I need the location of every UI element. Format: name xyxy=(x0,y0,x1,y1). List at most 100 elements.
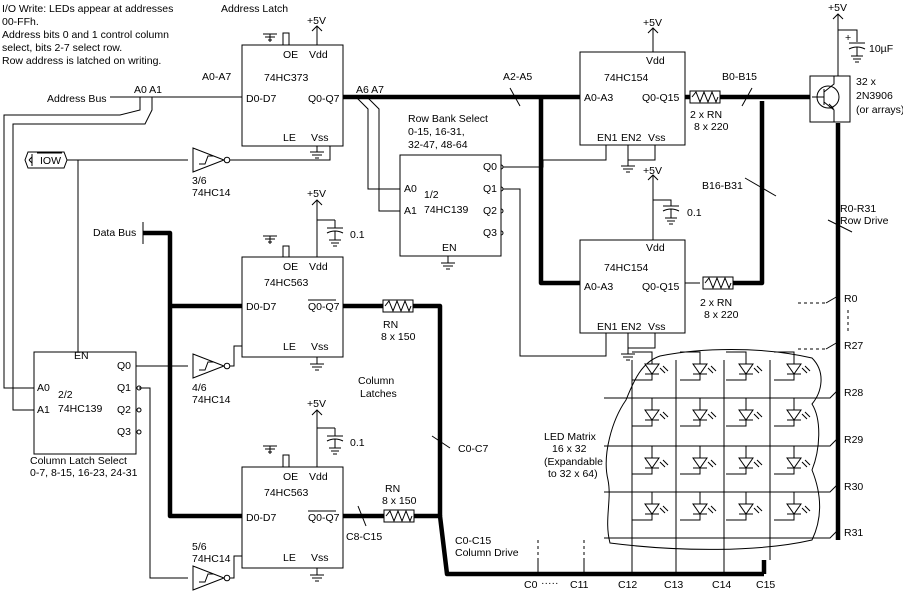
chip-name: 74HC373 xyxy=(264,72,309,84)
column-label: C13 xyxy=(664,579,683,591)
led-matrix xyxy=(605,349,822,550)
ic-74hc563-b: 74HC563 OE Vdd D0-D7 Q0-Q7 LE Vss xyxy=(241,466,344,569)
rn-label: RN xyxy=(383,319,398,331)
transistor-label: (or arrays) xyxy=(856,104,903,116)
note-line: 00-FFh. xyxy=(2,16,39,28)
a0a7-label: A0-A7 xyxy=(202,71,231,83)
pin-le: LE xyxy=(283,552,296,564)
chip-frac: 1/2 xyxy=(424,189,439,201)
led-diode xyxy=(774,397,811,427)
column-dots: ····· xyxy=(541,577,558,589)
notes-block: I/O Write: LEDs appear at addresses 00-F… xyxy=(2,3,173,67)
column-labels: C0 ····· C11 C12 C13 C14 C15 xyxy=(524,577,775,591)
pin-q: Q0-Q7 xyxy=(308,93,340,105)
led-diode xyxy=(680,491,717,521)
pin-q0: Q0 xyxy=(117,360,131,372)
rn-label: 8 x 220 xyxy=(704,309,739,321)
pin-vss: Vss xyxy=(648,321,666,333)
led-diode xyxy=(726,351,763,381)
column-latches-label: Column xyxy=(358,375,394,387)
led-diode xyxy=(774,491,811,521)
rn-label: 2 x RN xyxy=(690,109,722,121)
led-diode xyxy=(680,351,717,381)
row-drive-label: R0-R31 xyxy=(840,203,876,215)
chip-name: 74HC563 xyxy=(264,277,309,289)
pin-le: LE xyxy=(283,132,296,144)
column-label: C11 xyxy=(570,579,589,591)
pin-en1: EN1 xyxy=(597,132,618,144)
resistor-network-b16-b31: 2 x RN 8 x 220 xyxy=(700,276,739,321)
pin-a0: A0 xyxy=(37,382,50,394)
note-line: Row address is latched on writing. xyxy=(2,55,161,67)
led-diode xyxy=(774,445,811,475)
a6a7-label: A6 A7 xyxy=(356,84,384,96)
rn-label: 8 x 220 xyxy=(694,121,729,133)
chip-frac: 2/2 xyxy=(58,389,73,401)
inverter-label: 74HC14 xyxy=(192,394,231,406)
column-label: C15 xyxy=(756,579,775,591)
led-matrix-label: LED Matrix xyxy=(544,431,597,443)
led-diode xyxy=(726,445,763,475)
led-diode xyxy=(726,491,763,521)
pin-vdd: Vdd xyxy=(309,261,328,273)
column-latches-label: Latches xyxy=(360,388,397,400)
pin-oe: OE xyxy=(283,49,298,61)
data-bus-label: Data Bus xyxy=(93,227,136,239)
pin-q: Q0-Q7 xyxy=(308,512,340,524)
pin-a: A0-A3 xyxy=(584,92,613,104)
ic-74hc139-column: 2/2 74HC139 A0 A1 EN Q0 Q1 Q2 Q3 xyxy=(33,350,137,455)
column-label: C14 xyxy=(712,579,731,591)
pin-en2: EN2 xyxy=(621,321,642,333)
ic-74hc154-a: 74HC154 Vdd A0-A3 Q0-Q15 EN1 EN2 Vss xyxy=(579,51,686,146)
inverter-4of6: 4/6 74HC14 xyxy=(192,353,231,406)
led-diode xyxy=(632,397,669,427)
resistor-network-b0-b15: 2 x RN 8 x 220 xyxy=(689,90,729,133)
led-diode xyxy=(632,445,669,475)
pin-a1: A1 xyxy=(37,404,50,416)
row-labels: R0 R27 R28 R29 R30 R31 xyxy=(844,293,863,539)
column-drive-label: C0-C15 xyxy=(455,535,491,547)
row-bank-select-label: Row Bank Select xyxy=(408,113,488,125)
pin-en2: EN2 xyxy=(621,132,642,144)
inverter-label: 74HC14 xyxy=(192,187,231,199)
b0b15-label: B0-B15 xyxy=(722,71,757,83)
chip-name: 74HC154 xyxy=(604,72,649,84)
chip-name: 74HC154 xyxy=(604,262,649,274)
inverter-label: 74HC14 xyxy=(192,553,231,565)
pin-q: Q0-Q7 xyxy=(308,301,340,313)
led-diode xyxy=(726,397,763,427)
ic-74hc563-a: 74HC563 OE Vdd D0-D7 Q0-Q7 LE Vss xyxy=(241,256,344,358)
supply-label: +5V xyxy=(307,15,326,27)
row-bank-select-label: 0-15, 16-31, xyxy=(408,126,465,138)
supply-label: +5V xyxy=(307,398,326,410)
column-drive-label: Column Drive xyxy=(455,547,519,559)
transistor-label: 2N3906 xyxy=(856,90,893,102)
supply-label: +5V xyxy=(828,2,847,14)
resistor-network-c8-c15: RN 8 x 150 xyxy=(382,483,417,523)
signal-wires xyxy=(3,14,858,579)
pin-q3: Q3 xyxy=(117,426,131,438)
iow-connector: IOW xyxy=(24,151,68,169)
net-labels: Address Latch Address Bus A0 A1 A0-A7 A6… xyxy=(30,3,889,559)
address-latch-label: Address Latch xyxy=(221,3,288,15)
ic-74hc154-b: 74HC154 Vdd A0-A3 Q0-Q15 EN1 EN2 Vss xyxy=(579,239,686,334)
pin-d: D0-D7 xyxy=(246,93,277,105)
pin-en1: EN1 xyxy=(597,321,618,333)
pin-en: EN xyxy=(74,350,89,362)
pin-oe: OE xyxy=(283,471,298,483)
rn-label: 8 x 150 xyxy=(382,495,417,507)
led-matrix-label: 16 x 32 xyxy=(552,443,587,455)
led-matrix-label: (Expandable xyxy=(544,456,603,468)
note-line: select, bits 2-7 select row. xyxy=(2,42,122,54)
pin-q1: Q1 xyxy=(117,382,131,394)
capacitor-0.1-b: 0.1 xyxy=(326,428,365,455)
pin-vdd: Vdd xyxy=(309,471,328,483)
row-label: R27 xyxy=(844,340,863,352)
pin-q3: Q3 xyxy=(483,227,497,239)
ic-74hc373: 74HC373 OE Vdd D0-D7 Q0-Q7 LE Vss xyxy=(241,44,344,147)
note-line: Address bits 0 and 1 control column xyxy=(2,29,169,41)
a2a5-label: A2-A5 xyxy=(503,71,532,83)
capacitor-label: 0.1 xyxy=(350,229,365,241)
inverter-label: 4/6 xyxy=(192,382,207,394)
